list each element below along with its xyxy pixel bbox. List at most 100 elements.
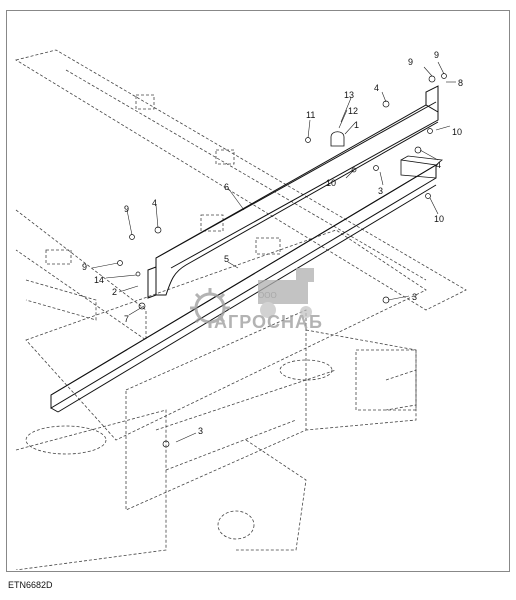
- diagram-line: [118, 285, 139, 293]
- diagram-line: [50, 407, 59, 413]
- diagram-line: [236, 439, 307, 551]
- diagram-line: [338, 109, 348, 129]
- callout-4: 4: [436, 160, 441, 170]
- diagram-line: [427, 128, 433, 134]
- diagram-line: [129, 234, 135, 240]
- diagram-line: [91, 262, 119, 269]
- callout-9: 9: [408, 57, 413, 67]
- diagram-line: [117, 260, 123, 266]
- diagram-line: [305, 329, 417, 431]
- diagram-line: [255, 237, 281, 255]
- diagram-line: [155, 101, 437, 259]
- diagram-line: [373, 165, 379, 171]
- diagram-line: [258, 280, 308, 304]
- right-bracket: [400, 155, 443, 179]
- watermark-prefix: ООО: [258, 291, 277, 300]
- diagram-line: [296, 268, 314, 282]
- diagram-line: [57, 184, 437, 413]
- diagram-line: [435, 125, 451, 131]
- diagram-line: [382, 296, 390, 304]
- diagram-line: [154, 226, 162, 234]
- diagram-line: [215, 149, 235, 165]
- diagram-line: [437, 61, 445, 75]
- diagram-line: [429, 197, 439, 215]
- diagram-line: [419, 149, 439, 161]
- diagram-line: [217, 510, 255, 540]
- diagram-line: [382, 100, 390, 108]
- diagram-line: [135, 271, 141, 277]
- diagram-line: [155, 204, 159, 229]
- diagram-line: [300, 306, 312, 318]
- diagram-line: [162, 440, 170, 448]
- diagram-line: [423, 66, 433, 77]
- diagram-line: [50, 164, 437, 409]
- diagram-line: [387, 295, 410, 301]
- watermark-name: АГРОСНАБ: [214, 312, 323, 332]
- diagram-line: [14, 49, 467, 311]
- watermark: ООО АГРОСНАБ: [190, 268, 323, 332]
- diagram-line: [25, 425, 107, 455]
- diagram-line: [227, 261, 239, 269]
- diagram-line: [379, 171, 384, 186]
- diagram-line: [414, 146, 422, 154]
- diagram-line: [307, 119, 311, 139]
- callout-9: 9: [82, 262, 87, 272]
- diagram-line: [45, 249, 72, 265]
- diagram-line: [344, 122, 356, 135]
- diagram-line: [428, 75, 436, 83]
- callouts: 9 9 8 4 13 12 1 11 10 4 10 3 10 6 4 9 5 …: [82, 50, 463, 436]
- vehicle-frame: [14, 49, 467, 570]
- callout-11: 11: [306, 110, 315, 120]
- diagram-line: [400, 159, 437, 179]
- diagram-line: [155, 104, 439, 272]
- callout-10: 10: [452, 127, 462, 137]
- diagram-line: [279, 359, 333, 381]
- diagram-line: [25, 229, 427, 441]
- callout-9: 9: [434, 50, 439, 60]
- diagram-line: [147, 266, 157, 299]
- upper-rail: [147, 85, 439, 299]
- fasteners: [117, 73, 447, 448]
- diagram-line: [155, 121, 439, 296]
- watermark-gear-icon: [190, 288, 230, 328]
- diagram-line: [165, 419, 297, 471]
- diagram-line: [425, 85, 439, 112]
- diagram-line: [155, 369, 337, 431]
- diagram-line: [400, 155, 443, 166]
- diagram-line: [125, 309, 307, 511]
- figure-code: ETN6682D: [8, 580, 53, 590]
- diagram-line: [128, 305, 145, 316]
- callout-3: 3: [378, 186, 383, 196]
- callout-13: 13: [344, 90, 354, 100]
- diagram-line: [126, 209, 133, 236]
- diagram-line: [425, 193, 431, 199]
- callout-7: 7: [124, 314, 129, 324]
- callout-10: 10: [326, 178, 336, 188]
- callout-6: 6: [224, 182, 229, 192]
- diagram-line: [305, 137, 311, 143]
- diagram-line: [260, 302, 276, 318]
- callout-5: 5: [224, 254, 229, 264]
- diagram-line: [25, 279, 97, 321]
- diagram-line: [351, 167, 357, 173]
- callout-10: 10: [434, 214, 444, 224]
- diagram-line: [14, 49, 467, 570]
- callout-2: 2: [112, 287, 117, 297]
- diagram-line: [138, 302, 146, 310]
- diagram-line: [200, 214, 224, 232]
- diagram-line: [15, 209, 147, 341]
- diagram-line: [15, 409, 167, 570]
- callout-8: 8: [458, 78, 463, 88]
- diagram-line: [385, 369, 417, 411]
- diagram-line: [190, 288, 230, 328]
- exploded-parts-diagram: 9 9 8 4 13 12 1 11 10 4 10 3 10 6 4 9 5 …: [14, 49, 467, 570]
- watermark-tractor-icon: [258, 268, 314, 318]
- callout-9: 9: [124, 204, 129, 214]
- clip-part: [330, 131, 345, 147]
- callout-14: 14: [94, 275, 104, 285]
- diagram-line: [50, 164, 437, 396]
- callout-3: 3: [412, 292, 417, 302]
- diagram-line: [340, 97, 352, 123]
- diagram-line: [175, 432, 197, 443]
- callout-1: 1: [354, 120, 359, 130]
